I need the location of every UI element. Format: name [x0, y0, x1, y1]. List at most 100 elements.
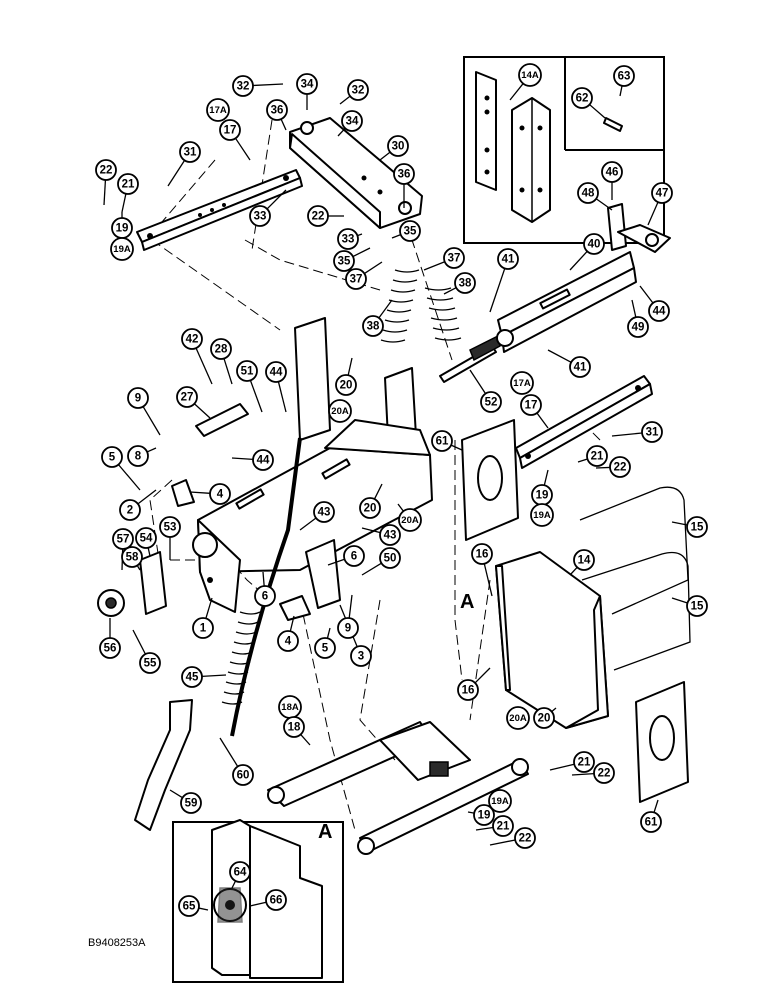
- link-19: [357, 758, 529, 855]
- callout-circle: [265, 889, 287, 911]
- callout-c1: 1: [192, 617, 214, 639]
- leader-line-c6a: [327, 558, 345, 566]
- callout-circle: [335, 374, 357, 396]
- leader-line-c9a: [142, 406, 161, 436]
- callout-circle: [101, 446, 123, 468]
- leader-line-c22a: [103, 179, 107, 206]
- callout-c20Ab: 20A: [398, 508, 422, 532]
- leader-line-c1: [205, 597, 213, 619]
- callout-circle: [686, 516, 708, 538]
- callout-number: 61: [436, 436, 449, 448]
- callout-number: 46: [606, 167, 619, 179]
- leader-line-c6b: [262, 571, 265, 587]
- callout-number: 3: [358, 651, 364, 663]
- rod-52: [439, 334, 501, 383]
- callout-number: 5: [322, 643, 329, 655]
- leader-line-c51: [249, 380, 263, 413]
- callout-circle: [583, 233, 605, 255]
- leader-line-c17b: [536, 412, 549, 429]
- leader-line-c65: [198, 907, 209, 911]
- inset-top-right: [463, 56, 665, 244]
- leader-lines: [103, 83, 688, 911]
- callout-c44a: 44: [648, 300, 670, 322]
- leader-line-c5b: [326, 627, 331, 639]
- callout-circle: [514, 827, 536, 849]
- callout-c8: 8: [127, 445, 149, 467]
- callout-c4b: 4: [277, 630, 299, 652]
- leader-line-c44b: [277, 381, 287, 413]
- callout-number: 6: [351, 551, 357, 563]
- figure-code: B9408253A: [88, 937, 146, 949]
- callout-c4a: 4: [209, 483, 231, 505]
- callout-circle: [497, 248, 519, 270]
- leader-line-c44c: [231, 457, 254, 461]
- callout-number: 21: [122, 179, 135, 191]
- callout-circle: [127, 387, 149, 409]
- leader-line-c17a: [235, 137, 251, 161]
- callout-c22e: 22: [514, 827, 536, 849]
- callout-circle: [180, 792, 202, 814]
- callout-circle: [569, 356, 591, 378]
- callout-c58: 58: [121, 546, 143, 568]
- view-a-inset-label: A: [318, 821, 332, 843]
- callout-number: 28: [215, 344, 228, 356]
- callout-number: 9: [135, 393, 141, 405]
- callout-number: 63: [618, 71, 631, 83]
- leader-line-c16a: [483, 563, 493, 597]
- callout-c43b: 43: [379, 524, 401, 546]
- callout-number: 56: [104, 643, 117, 655]
- callout-circle: [573, 751, 595, 773]
- callout-circle: [277, 630, 299, 652]
- callout-number: 20: [364, 503, 377, 515]
- callout-c41a: 41: [497, 248, 519, 270]
- callout-circle: [480, 391, 502, 413]
- callout-circle: [139, 652, 161, 674]
- callout-number: 31: [184, 147, 197, 159]
- callout-number: 50: [384, 553, 397, 565]
- callout-c34b: 34: [341, 110, 363, 132]
- callout-c14A: 14A: [518, 63, 542, 87]
- callout-circle: [192, 617, 214, 639]
- leader-line-c30: [379, 151, 391, 161]
- callout-c17Ab: 17A: [510, 371, 534, 395]
- leader-line-c41b: [547, 349, 572, 363]
- callout-number: 17A: [209, 105, 227, 116]
- callout-c38a: 38: [362, 315, 384, 337]
- callout-c47: 47: [651, 182, 673, 204]
- callout-circle: [648, 300, 670, 322]
- callout-circle: [641, 421, 663, 443]
- callout-number: 32: [237, 81, 250, 93]
- callout-circle: [393, 163, 415, 185]
- callout-number: 20: [538, 713, 551, 725]
- callout-c46: 46: [601, 161, 623, 183]
- callout-c5b: 5: [314, 637, 336, 659]
- callout-number: 19: [478, 810, 491, 822]
- callout-number: 8: [135, 451, 142, 463]
- callout-circle: [533, 707, 555, 729]
- callout-c37b: 37: [345, 268, 367, 290]
- leader-line-c50: [361, 562, 382, 576]
- callout-circle: [379, 524, 401, 546]
- callout-circle: [209, 483, 231, 505]
- callout-number: 55: [144, 658, 157, 670]
- leader-line-c52: [469, 369, 487, 394]
- leader-line-c20c: [551, 707, 557, 713]
- callout-number: 19: [536, 490, 549, 502]
- callout-circle: [313, 501, 335, 523]
- callout-c65: 65: [178, 895, 200, 917]
- leader-line-c36a: [280, 118, 287, 131]
- leader-line-c40: [569, 250, 588, 271]
- leader-line-c37b: [364, 261, 383, 275]
- callout-number: 19A: [491, 796, 509, 807]
- callout-number: 4: [285, 636, 292, 648]
- callout-c20Aa: 20A: [328, 399, 352, 423]
- callout-number: 41: [502, 254, 515, 266]
- spring-45: [221, 611, 261, 705]
- u-bolt-15-top: [579, 486, 689, 615]
- callout-circle: [431, 430, 453, 452]
- callout-c15b: 15: [686, 595, 708, 617]
- callout-circle: [686, 595, 708, 617]
- callout-circle: [99, 637, 121, 659]
